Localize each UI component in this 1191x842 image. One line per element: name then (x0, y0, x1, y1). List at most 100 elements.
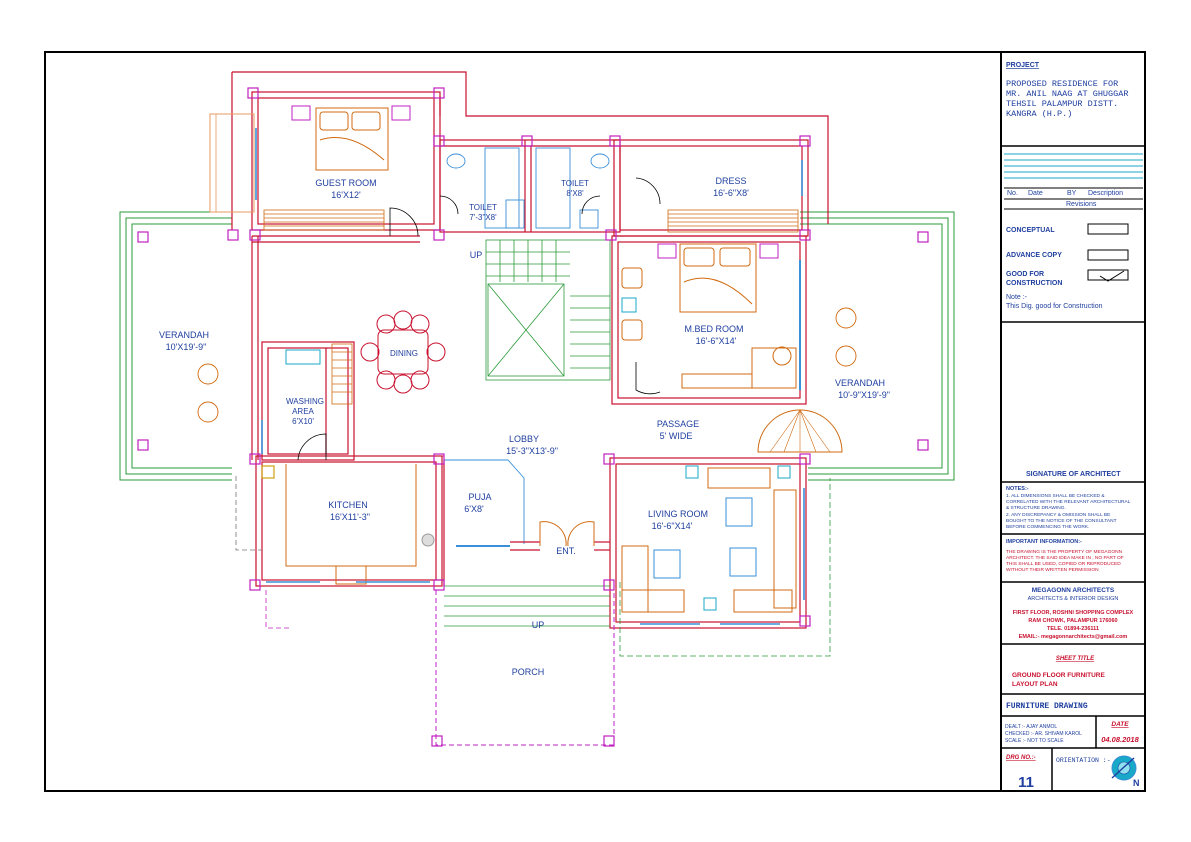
status-good-1: GOOD FOR (1006, 271, 1044, 278)
size-verandah-right: 10'-9"X19'-9" (838, 390, 890, 400)
label-living: LIVING ROOM (648, 509, 708, 519)
verandah-right-railing (800, 211, 955, 481)
master-bed (657, 243, 797, 389)
signature-label: SIGNATURE OF ARCHITECT (1026, 471, 1121, 478)
label-passage: PASSAGE (657, 419, 699, 429)
important-line-4: WITHOUT THEIR WRITTEN PERMISSION (1006, 567, 1099, 573)
guest-balcony (209, 113, 255, 213)
entrance-doors (539, 521, 595, 547)
size-verandah-left: 10'X19'-9" (166, 342, 207, 352)
firm-sub: ARCHITECTS & INTERIOR DESIGN (1028, 596, 1119, 602)
label-up-stair: UP (470, 250, 483, 260)
north-arrow-icon: N (1111, 755, 1140, 788)
dealt-by: DEALT :- AJAY ANMOL (1005, 724, 1057, 730)
scale-label: SCALE :- NOT TO SCALE (1005, 738, 1064, 744)
label-guest-room: GUEST ROOM (315, 178, 376, 188)
guest-wardrobe (263, 209, 385, 231)
label-washing-2: AREA (292, 407, 314, 416)
sheet-border (44, 51, 1146, 792)
door-swings (297, 177, 661, 461)
tick-icon (1099, 270, 1125, 282)
address-line-1: FIRST FLOOR, ROSHNI SHOPPING COMPLEX (1013, 610, 1134, 616)
important-heading: IMPORTANT INFORMATION:- (1006, 539, 1082, 545)
size-passage: 5' WIDE (660, 431, 693, 441)
project-line-1: PROPOSED RESIDENCE FOR (1006, 79, 1118, 89)
toilet-fixtures (446, 147, 610, 229)
title-block-text: PROJECT PROPOSED RESIDENCE FOR MR. ANIL … (1005, 62, 1140, 791)
label-toilet-1: TOILET (469, 203, 497, 212)
verandah-chairs (197, 307, 857, 423)
sheet-title-label: SHEET TITLE (1056, 656, 1095, 662)
size-washing: 6'X10' (292, 417, 314, 426)
staircase (485, 239, 611, 381)
label-toilet-2: TOILET (561, 179, 589, 188)
label-verandah-left: VERANDAH (159, 330, 209, 340)
project-line-4: KANGRA (H.P.) (1006, 109, 1072, 119)
label-dining: DINING (390, 349, 418, 358)
columns (137, 87, 929, 747)
size-guest-room: 16'X12' (331, 190, 361, 200)
mbed-chairs (621, 267, 643, 341)
porch-outline (435, 590, 615, 746)
windows (255, 128, 805, 625)
living-walls (609, 457, 807, 629)
size-puja: 6'X8' (464, 504, 484, 514)
address-line-2: RAM CHOWK, PALAMPUR 176060 (1028, 618, 1117, 624)
size-toilet-2: 8'X8' (566, 189, 584, 198)
notes-line-5: BOUGHT TO THE NOTICE OF THE CONSULTANT (1006, 518, 1117, 524)
status-boxes (1087, 223, 1129, 282)
guest-bed (291, 105, 411, 171)
kitchen-walls (255, 455, 443, 587)
toilet-walls (439, 139, 621, 233)
status-box-good (1087, 269, 1129, 281)
note-label: Note :- (1006, 294, 1028, 301)
project-line-2: MR. ANIL NAAG AT GHUGGAR (1006, 89, 1128, 99)
note-text: This Dig. good for Construction (1006, 303, 1103, 310)
north-label: N (1133, 778, 1140, 788)
project-heading: PROJECT (1006, 62, 1040, 69)
label-porch: PORCH (512, 667, 545, 677)
title-block (1001, 145, 1145, 791)
drg-no-value: 11 (1018, 774, 1034, 791)
status-conceptual: CONCEPTUAL (1006, 227, 1055, 234)
label-mbed: M.BED ROOM (684, 324, 743, 334)
size-toilet-1: 7'-3"X8' (469, 213, 497, 222)
label-lobby: LOBBY (509, 434, 539, 444)
label-puja: PUJA (468, 492, 491, 502)
dining-set (360, 310, 446, 394)
notes-line-4: 2. ANY DISCREPANCY & OMISSION SHALL BE (1006, 512, 1110, 518)
label-up-porch: UP (532, 620, 545, 630)
room-labels: GUEST ROOM 16'X12' TOILET 7'-3"X8' TOILE… (159, 176, 890, 677)
notes-heading: NOTES:- (1006, 486, 1029, 492)
size-dress: 16'-6"X8' (713, 188, 749, 198)
label-washing: WASHING (286, 397, 324, 406)
rev-title: Revisions (1066, 201, 1097, 208)
checked-by: CHECKED :- AR. SHIVAM KAROL (1005, 731, 1082, 737)
firm-name: MEGAGONN ARCHITECTS (1032, 587, 1115, 594)
label-entrance: ENT. (556, 546, 576, 556)
size-kitchen: 16'X11'-3" (330, 512, 370, 522)
address-line-4: EMAIL:- megagonnarchitects@gmail.com (1019, 634, 1128, 640)
project-line-3: TEHSIL PALAMPUR DISTT. (1006, 99, 1118, 109)
verandah-left-railing (119, 211, 232, 481)
guest-room-walls (251, 91, 441, 231)
revision-table (1004, 153, 1143, 210)
important-line-1: THE DRAWING IS THE PROPERTY OF MEGAGONN (1006, 549, 1123, 555)
date-label: DATE (1111, 721, 1129, 728)
living-sofas (621, 467, 797, 613)
drawing-type: FURNITURE DRAWING (1006, 702, 1088, 711)
label-dress: DRESS (715, 176, 746, 186)
size-mbed: 16'-6"X14' (696, 336, 737, 346)
rev-date: Date (1028, 190, 1043, 197)
dress-wardrobe (667, 209, 799, 233)
size-living: 16'-6"X14' (652, 521, 693, 531)
main-walls (251, 235, 610, 586)
puja-walls (444, 459, 525, 544)
notes-line-3: & STRUCTURE DRAWING. (1006, 505, 1066, 511)
notes-line-2: CORRELATED WITH THE RELEVANT ARCHITECTUR… (1006, 499, 1131, 505)
status-box-conceptual (1087, 223, 1129, 235)
sheet-title-line-2: LAYOUT PLAN (1012, 681, 1058, 688)
floor-plan (119, 71, 955, 747)
date-value: 04.08.2018 (1101, 735, 1139, 744)
